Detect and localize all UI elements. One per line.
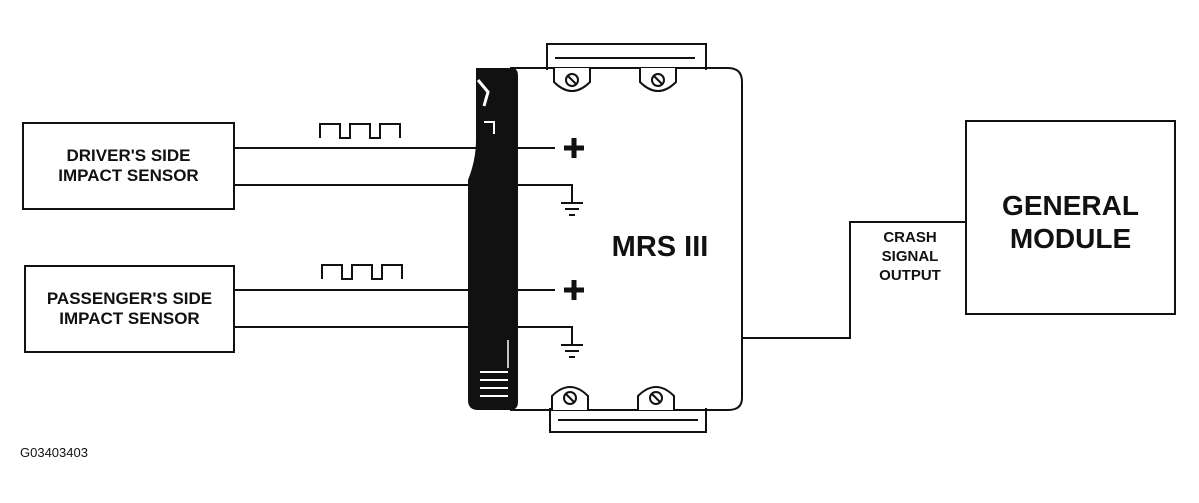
driver-sensor-box xyxy=(22,122,235,210)
crash-signal-line2: SIGNAL xyxy=(881,247,939,265)
general-module-label: GENERAL MODULE xyxy=(966,189,1175,255)
driver-sensor-label: DRIVER'S SIDE IMPACT SENSOR xyxy=(23,146,234,187)
crash-signal-label: CRASH SIGNAL OUTPUT xyxy=(862,229,958,285)
plus-icon xyxy=(564,280,584,300)
top-connector xyxy=(546,43,707,70)
driver-ground-wire xyxy=(234,184,573,202)
driver-sensor-label-line1: DRIVER'S SIDE xyxy=(66,146,191,165)
crash-signal-wire xyxy=(742,221,966,339)
crash-signal-line1: CRASH xyxy=(883,229,937,246)
ground-icon xyxy=(561,344,583,358)
mrs-module-body xyxy=(510,67,743,411)
crash-signal-line3: OUTPUT xyxy=(879,266,941,284)
ground-icon xyxy=(561,202,583,216)
passenger-sensor-box xyxy=(24,265,235,353)
driver-sensor-label-line2: IMPACT SENSOR xyxy=(58,166,199,186)
screw-icon xyxy=(551,68,677,410)
figure-id: G03403403 xyxy=(20,445,88,460)
passenger-ground-wire xyxy=(234,326,573,344)
passenger-sensor-label: PASSENGER'S SIDE IMPACT SENSOR xyxy=(25,289,234,330)
passenger-sensor-label-line2: IMPACT SENSOR xyxy=(59,309,200,329)
passenger-pulse-waveform xyxy=(321,264,403,280)
general-module-box xyxy=(965,120,1176,315)
mrs-module-label: MRS III xyxy=(611,231,709,263)
bottom-connector xyxy=(549,408,707,433)
driver-pulse-waveform xyxy=(319,123,401,139)
plus-icon xyxy=(564,138,584,158)
passenger-sensor-label-line1: PASSENGER'S SIDE xyxy=(46,289,213,308)
general-module-line2: MODULE xyxy=(1009,223,1132,255)
general-module-line1: GENERAL xyxy=(1002,190,1139,221)
side-connector-panel xyxy=(468,68,518,410)
